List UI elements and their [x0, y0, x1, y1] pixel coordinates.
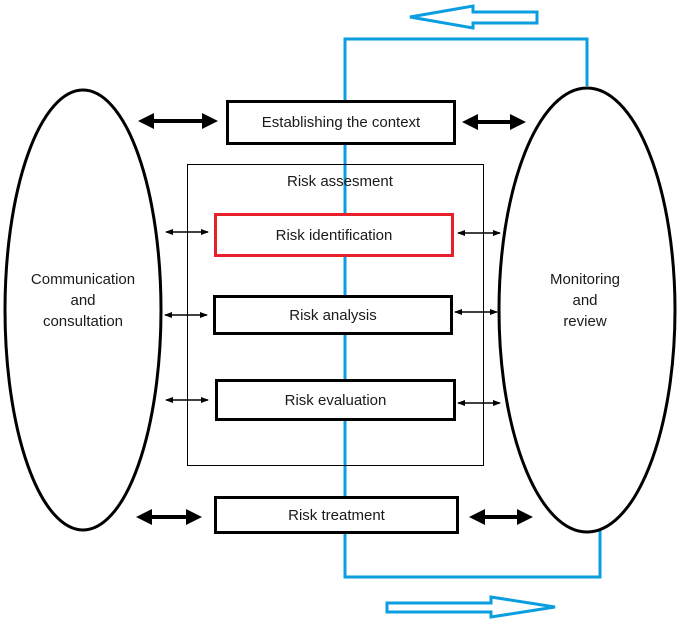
monitoring-line-3: review: [563, 313, 607, 330]
monitoring-line-2: and: [572, 292, 598, 309]
monitoring-label: Monitoring and review: [530, 269, 640, 332]
communication-line-3: consultation: [42, 313, 124, 330]
risk-evaluation-box[interactable]: Risk evaluation: [215, 379, 456, 421]
communication-label: Communication and consultation: [20, 269, 146, 332]
bottom-flow-arrow-icon: [385, 595, 556, 619]
loop-bottom-segment: [343, 530, 602, 579]
communication-line-2: and: [70, 292, 96, 309]
communication-line-1: Communication: [30, 271, 136, 288]
risk-assessment-title: Risk assesment: [287, 173, 393, 190]
top-flow-arrow-icon: [409, 4, 539, 30]
feedback-loop: [343, 37, 602, 579]
risk-treatment-box[interactable]: Risk treatment: [214, 496, 459, 534]
loop-top-segment: [343, 37, 589, 500]
risk-analysis-box[interactable]: Risk analysis: [213, 295, 453, 335]
establishing-context-label: Establishing the context: [261, 114, 421, 131]
establishing-context-box[interactable]: Establishing the context: [226, 100, 456, 145]
risk-treatment-label: Risk treatment: [288, 506, 385, 524]
risk-evaluation-label: Risk evaluation: [284, 391, 387, 409]
communication-ellipse: [3, 88, 163, 532]
risk-identification-label: Risk identification: [275, 226, 393, 244]
monitoring-ellipse: [497, 86, 677, 534]
monitoring-line-1: Monitoring: [549, 271, 621, 288]
risk-assessment-frame: [187, 164, 484, 466]
risk-analysis-label: Risk analysis: [289, 306, 377, 324]
risk-identification-box[interactable]: Risk identification: [214, 213, 454, 257]
